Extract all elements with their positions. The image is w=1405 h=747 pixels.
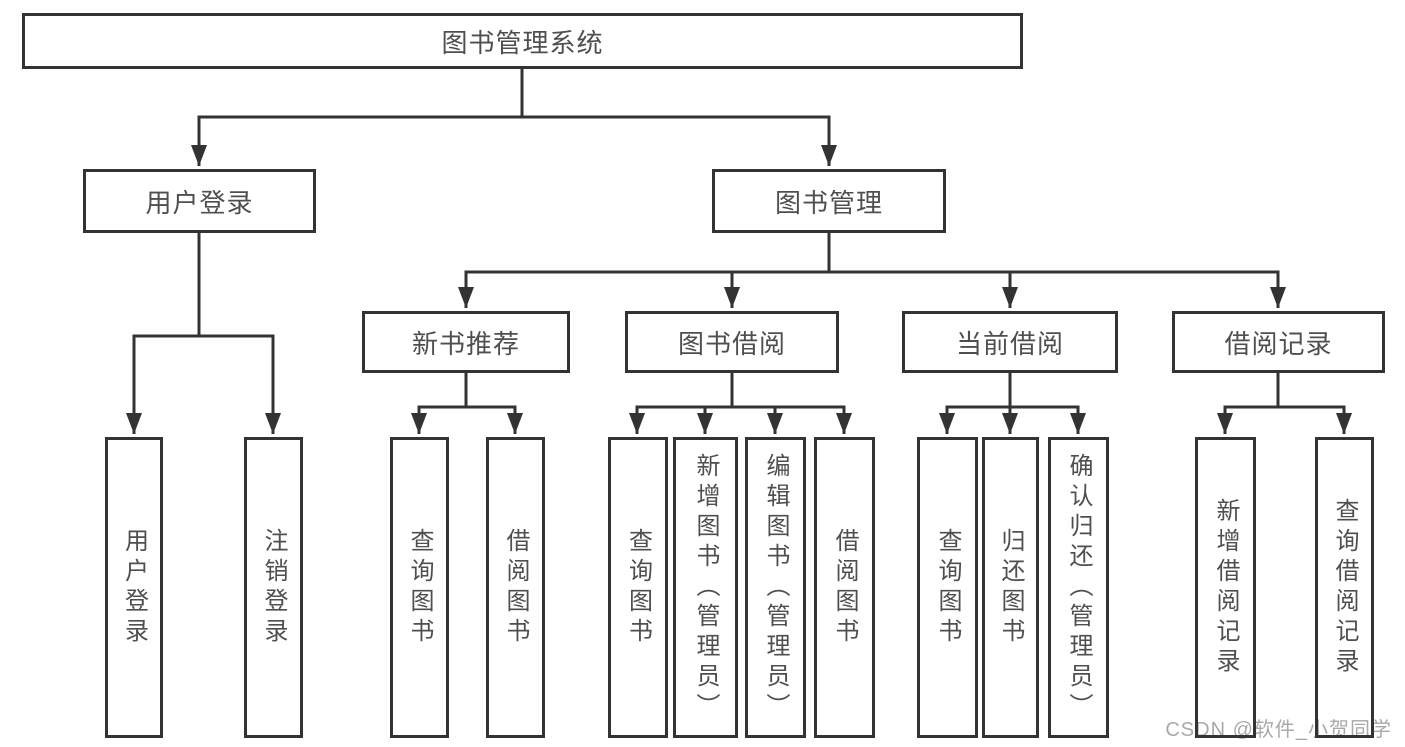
node-book-management: 图书管理: [712, 169, 946, 233]
leaf-user-login-label: 用户登录: [120, 527, 148, 648]
node-new-book-recommend-label: 新书推荐: [411, 328, 520, 359]
leaf-borrow-books-recommend: 借阅图书: [486, 437, 545, 738]
leaf-query-borrow-record: 查询借阅记录: [1315, 437, 1374, 738]
node-new-book-recommend: 新书推荐: [362, 311, 570, 373]
leaf-add-borrow-record-label: 新增借阅记录: [1212, 497, 1239, 678]
leaf-user-login: 用户登录: [105, 437, 163, 738]
leaf-logout: 注销登录: [244, 437, 303, 738]
leaf-add-book-admin-label: 新增图书（管理员）: [692, 452, 719, 723]
node-borrow-records: 借阅记录: [1172, 311, 1385, 373]
leaf-edit-book-admin: 编辑图书（管理员）: [745, 437, 806, 738]
node-current-borrow: 当前借阅: [902, 311, 1118, 373]
leaf-add-book-admin: 新增图书（管理员）: [673, 437, 738, 738]
node-user-login-label: 用户登录: [145, 187, 254, 218]
leaf-edit-book-admin-label: 编辑图书（管理员）: [762, 452, 789, 723]
leaf-borrow-books-label: 借阅图书: [831, 527, 858, 648]
leaf-query-books-borrow-label: 查询图书: [624, 527, 652, 648]
leaf-query-books-recommend: 查询图书: [390, 437, 449, 738]
leaf-return-book: 归还图书: [982, 437, 1039, 738]
leaf-borrow-books: 借阅图书: [814, 437, 875, 738]
node-user-login: 用户登录: [83, 169, 316, 233]
node-book-management-label: 图书管理: [774, 187, 883, 218]
leaf-confirm-return-admin: 确认归还（管理员）: [1048, 437, 1109, 738]
node-root-system: 图书管理系统: [22, 13, 1023, 69]
leaf-logout-label: 注销登录: [260, 527, 287, 648]
node-current-borrow-label: 当前借阅: [955, 328, 1064, 359]
leaf-borrow-books-recommend-label: 借阅图书: [502, 527, 529, 648]
leaf-query-books-borrow: 查询图书: [608, 437, 668, 738]
leaf-return-book-label: 归还图书: [997, 527, 1024, 648]
leaf-add-borrow-record: 新增借阅记录: [1195, 437, 1256, 738]
leaf-query-borrow-record-label: 查询借阅记录: [1331, 497, 1358, 678]
node-root-label: 图书管理系统: [441, 27, 604, 58]
csdn-watermark: CSDN @软件_小贺同学: [1165, 719, 1392, 741]
node-book-borrow: 图书借阅: [625, 311, 839, 373]
leaf-confirm-return-admin-label: 确认归还（管理员）: [1065, 452, 1092, 723]
leaf-query-books-recommend-label: 查询图书: [406, 527, 433, 648]
node-book-borrow-label: 图书借阅: [677, 328, 786, 359]
node-borrow-records-label: 借阅记录: [1224, 328, 1333, 359]
leaf-query-books-current-label: 查询图书: [934, 527, 961, 648]
leaf-query-books-current: 查询图书: [917, 437, 978, 738]
